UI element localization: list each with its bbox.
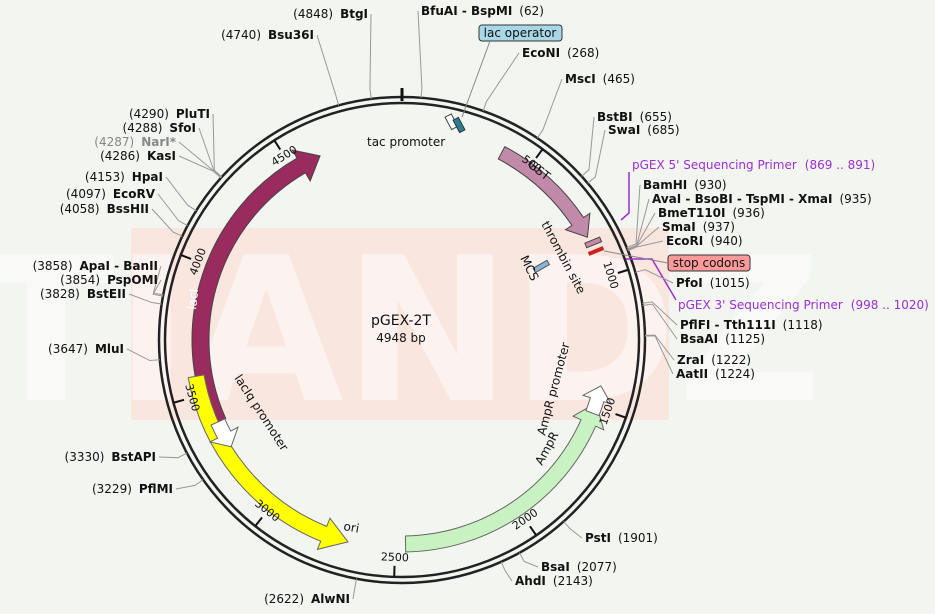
tick-mark [274, 140, 280, 149]
site-leader [582, 117, 594, 176]
site-leader [418, 11, 422, 98]
site-leader [370, 14, 371, 99]
site-leader [213, 114, 222, 177]
restriction-site[interactable]: (4286)KasI [100, 149, 176, 163]
laci-label: lacI [185, 288, 201, 310]
site-leader [564, 521, 582, 538]
tick-label: 2500 [381, 550, 409, 564]
tick-mark [536, 149, 543, 158]
restriction-site[interactable]: PstI(1901) [585, 531, 658, 545]
tac-promoter-label: tac promoter [367, 135, 445, 149]
site-leader [176, 480, 203, 489]
restriction-site[interactable]: (4290)PluTI [129, 107, 210, 121]
site-leader [501, 562, 512, 581]
restriction-site[interactable]: PflFI - Tth111I(1118) [680, 318, 823, 332]
tick-mark [530, 526, 536, 535]
restriction-site[interactable]: (4058)BssHII [60, 202, 149, 216]
restriction-site[interactable]: SwaI(685) [608, 123, 680, 137]
restriction-site[interactable]: ZraI(1222) [677, 353, 751, 367]
plasmid-name: pGEX-2T [371, 313, 431, 329]
site-leader [317, 35, 339, 105]
restriction-site[interactable]: EcoNI(268) [522, 46, 599, 60]
restriction-site[interactable]: AvaI - BsoBI - TspMI - XmaI(935) [652, 192, 872, 206]
site-leader [537, 79, 562, 138]
site-leader [166, 177, 196, 211]
plasmid-size: 4948 bp [376, 331, 426, 345]
restriction-site[interactable]: (4740)Bsu36I [221, 28, 314, 42]
restriction-site[interactable]: MscI(465) [565, 72, 635, 86]
restriction-site[interactable]: BsaI(2077) [541, 560, 617, 574]
restriction-site[interactable]: (3229)PflMI [92, 482, 173, 496]
stop-codons-badge-label: stop codons [673, 256, 746, 270]
site-leader [353, 579, 357, 599]
primer-5-label[interactable]: pGEX 5' Sequencing Primer(869 .. 891) [632, 158, 875, 172]
restriction-site[interactable]: (2622)AlwNI [264, 592, 350, 606]
restriction-site[interactable]: PfoI(1015) [676, 276, 750, 290]
restriction-site[interactable]: BstBI(655) [597, 110, 672, 124]
restriction-site[interactable]: (4097)EcoRV [66, 187, 156, 201]
restriction-site[interactable]: (3854)PspOMI [60, 273, 158, 287]
restriction-site[interactable]: BfuAI - BspMI(62) [421, 4, 544, 18]
primer-5-marker[interactable] [621, 172, 629, 220]
restriction-site[interactable]: AatII(1224) [676, 367, 755, 381]
site-leader [483, 53, 519, 111]
restriction-site[interactable]: (4153)HpaI [85, 170, 163, 184]
ori-label: ori [342, 519, 360, 535]
restriction-site[interactable]: BmeT110I(936) [658, 206, 765, 220]
lac-operator-leader [462, 41, 490, 117]
restriction-site[interactable]: (3647)MluI [48, 342, 124, 356]
tick-mark [255, 517, 262, 526]
restriction-site[interactable]: (3330)BstAPI [65, 450, 156, 464]
restriction-site[interactable]: AhdI(2143) [515, 574, 593, 588]
site-leader [519, 553, 538, 567]
restriction-site[interactable]: BamHI(930) [643, 178, 727, 192]
restriction-site[interactable]: (4288)SfoI [123, 121, 196, 135]
restriction-site[interactable]: (3858)ApaI - BanII [33, 259, 158, 273]
restriction-site[interactable]: (4287)NarI* [94, 135, 176, 149]
primer-3-label[interactable]: pGEX 3' Sequencing Primer(998 .. 1020) [678, 298, 929, 312]
restriction-site[interactable]: (4848)BtgI [293, 7, 368, 21]
lac-operator-badge-label: lac operator [484, 26, 557, 40]
site-leader [159, 453, 187, 458]
